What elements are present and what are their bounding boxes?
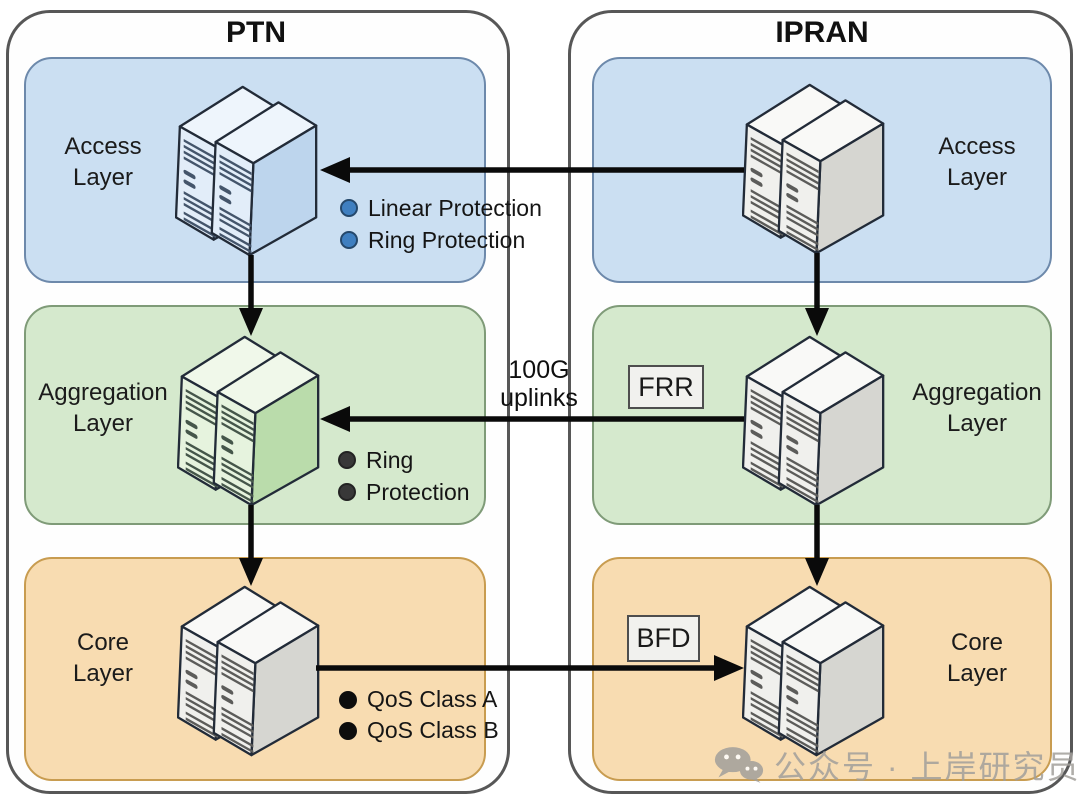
ptn-access-bullets: Linear Protection Ring Protection: [340, 192, 542, 256]
watermark: 公众号 · 上岸研究员: [714, 742, 1080, 788]
ipran-access-server-stack-icon: [742, 82, 889, 256]
frr-tag: FRR: [628, 365, 704, 409]
bullet-item: Ring Protection: [340, 224, 542, 256]
bullet-dot-icon: [340, 231, 358, 249]
ptn-access-server-stack-icon: [175, 84, 322, 258]
ptn-aggregation-server-stack-icon: [177, 334, 324, 508]
bullet-item: QoS Class B: [339, 715, 499, 746]
ptn-aggregation-bullets: Ring Protection: [338, 444, 470, 508]
bullet-dot-icon: [338, 483, 356, 501]
bullet-item: Linear Protection: [340, 192, 542, 224]
ipran-core-server-stack-icon: [742, 584, 889, 758]
bullet-dot-icon: [339, 721, 357, 740]
watermark-text: 公众号 · 上岸研究员: [774, 749, 1080, 785]
bullet-item: Ring: [338, 444, 470, 476]
bullet-item: Protection: [338, 476, 470, 508]
ptn-title: PTN: [226, 16, 286, 49]
ptn-core-bullets: QoS Class A QoS Class B: [339, 684, 499, 746]
ptn-core-server-stack-icon: [177, 584, 324, 758]
bfd-tag: BFD: [627, 615, 700, 662]
bullet-dot-icon: [339, 690, 357, 709]
ipran-title: IPRAN: [775, 16, 869, 49]
bullet-dot-icon: [338, 451, 356, 469]
wechat-icon: [714, 747, 764, 783]
ipran-aggregation-server-stack-icon: [742, 334, 889, 508]
bullet-dot-icon: [340, 199, 358, 217]
bullet-item: QoS Class A: [339, 684, 499, 715]
uplink-label: 100G uplinks: [500, 356, 578, 412]
